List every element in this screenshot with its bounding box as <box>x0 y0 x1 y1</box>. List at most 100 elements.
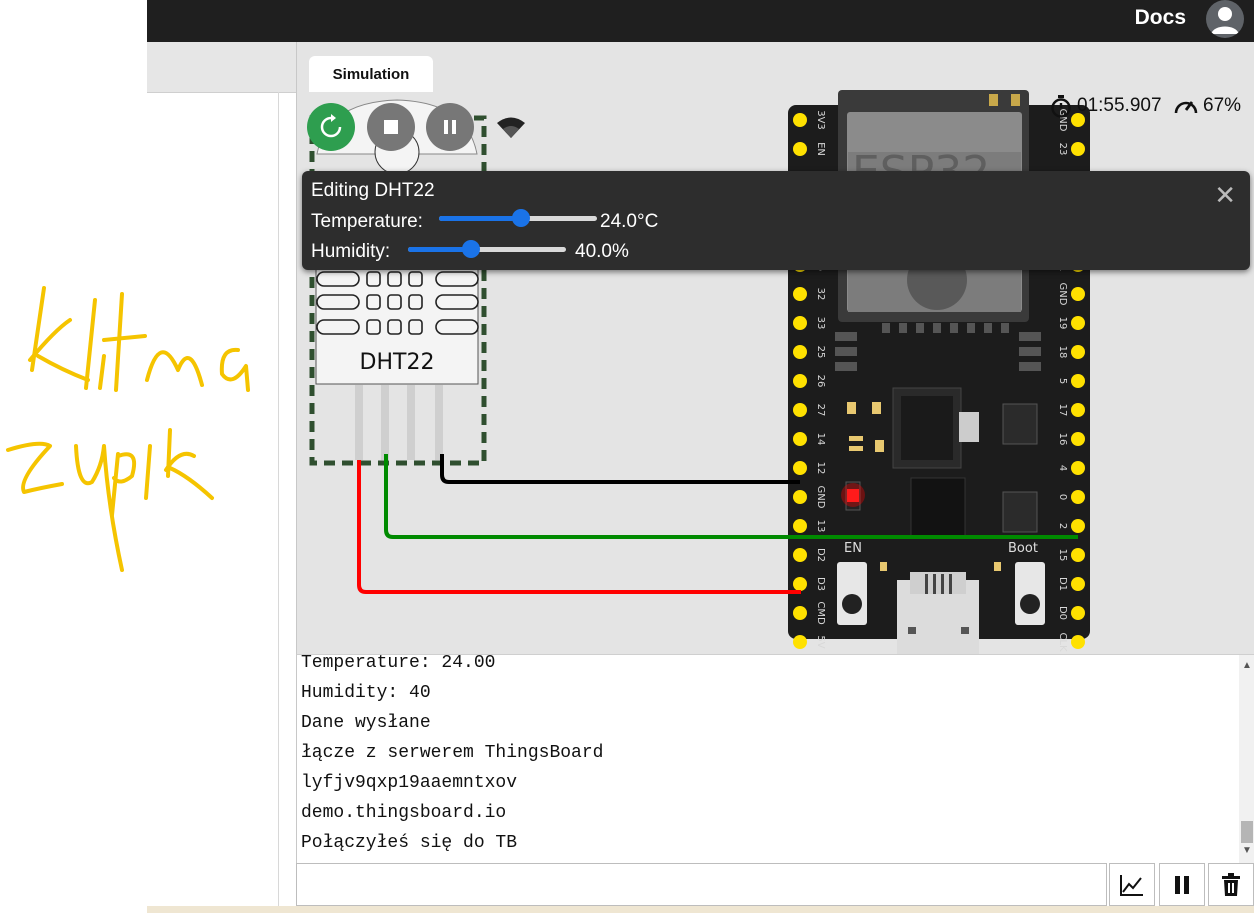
dht22-sensor[interactable]: DHT22 <box>309 99 487 466</box>
humidity-slider-thumb[interactable] <box>462 240 481 258</box>
console-pause-button[interactable] <box>1159 863 1205 906</box>
timer-value: 01:55.907 <box>1077 95 1162 116</box>
board-pin-label: 27 <box>815 404 826 417</box>
board-pin[interactable] <box>1071 374 1085 388</box>
temperature-value: 24.0°C <box>600 211 659 232</box>
handwritten-annotation <box>6 286 250 572</box>
wire-gnd <box>440 454 800 484</box>
board-pin-label: 16 <box>1057 433 1068 446</box>
board-pin[interactable] <box>793 577 807 591</box>
serial-input-field[interactable] <box>296 863 1107 906</box>
close-icon[interactable]: ✕ <box>1214 180 1236 210</box>
temperature-slider[interactable] <box>439 209 597 227</box>
board-pin[interactable] <box>1071 577 1085 591</box>
console-line: Połączyłeś się do TB <box>301 833 518 853</box>
board-pin[interactable] <box>1071 490 1085 504</box>
board-pin[interactable] <box>1071 635 1085 649</box>
pause-button[interactable] <box>426 103 474 151</box>
console-line: demo.thingsboard.io <box>301 803 507 823</box>
board-pin-label: CLK <box>1057 632 1068 652</box>
code-editor-panel[interactable] <box>147 42 296 906</box>
editing-dht22-popup: Editing DHT22 ✕ Temperature: 24.0°C Humi… <box>302 171 1250 270</box>
board-pin[interactable] <box>793 635 807 649</box>
board-pin-label: 18 <box>1057 346 1068 359</box>
simulation-timer: 01:55.907 <box>1049 94 1162 118</box>
clear-console-button[interactable] <box>1208 863 1254 906</box>
plotter-icon <box>1120 874 1143 896</box>
speedometer-icon <box>1174 101 1198 114</box>
console-line: Dane wysłane <box>301 713 431 733</box>
temperature-slider-fill <box>439 216 522 221</box>
scroll-up-icon[interactable]: ▲ <box>1242 660 1252 671</box>
account-circle-icon[interactable] <box>1206 0 1244 38</box>
board-pin[interactable] <box>793 374 807 388</box>
top-bar: Docs <box>147 0 1254 42</box>
board-pin[interactable] <box>1071 461 1085 475</box>
trash-icon <box>1222 872 1240 896</box>
board-pin-label: 2 <box>1057 523 1068 529</box>
board-pin-label: 12 <box>815 462 826 475</box>
board-pin[interactable] <box>793 113 807 127</box>
board-pin[interactable] <box>1071 403 1085 417</box>
board-pin[interactable] <box>1071 113 1085 127</box>
plotter-button[interactable] <box>1109 863 1155 906</box>
stop-icon <box>384 120 398 134</box>
scroll-down-icon[interactable]: ▼ <box>1242 845 1252 856</box>
stop-button[interactable] <box>367 103 415 151</box>
board-pin-label: GND <box>815 486 826 509</box>
board-pin[interactable] <box>1071 142 1085 156</box>
humidity-slider[interactable] <box>408 240 566 258</box>
board-pin-label: D3 <box>815 577 826 591</box>
console-scrollbar[interactable]: ▲ ▼ <box>1239 655 1254 864</box>
board-pin[interactable] <box>1071 432 1085 446</box>
board-pin[interactable] <box>1071 606 1085 620</box>
simulation-speed: 67% <box>1173 94 1241 118</box>
board-pin[interactable] <box>1071 287 1085 301</box>
board-pin[interactable] <box>1071 345 1085 359</box>
board-pin[interactable] <box>793 345 807 359</box>
board-pin-label: 26 <box>815 375 826 388</box>
board-pin-label: EN <box>815 142 826 156</box>
board-pin[interactable] <box>793 461 807 475</box>
board-pin-label: D0 <box>1057 606 1068 620</box>
wires[interactable] <box>357 454 1078 594</box>
board-pin[interactable] <box>793 490 807 504</box>
scroll-thumb[interactable] <box>1241 821 1253 843</box>
board-pin[interactable] <box>793 519 807 533</box>
editor-tab-strip <box>147 42 296 93</box>
board-pin-label: 14 <box>815 433 826 446</box>
console-line: lyfjv9qxp19aaemntxov <box>301 773 518 793</box>
board-pin[interactable] <box>793 287 807 301</box>
board-pin-label: 5 <box>1057 378 1068 384</box>
board-pin-label: 5V <box>815 635 826 648</box>
simulation-canvas[interactable]: ESP32 <box>296 42 1254 654</box>
board-pin-label: D1 <box>1057 577 1068 591</box>
board-pin[interactable] <box>1071 548 1085 562</box>
restart-button[interactable] <box>307 103 355 151</box>
board-pin[interactable] <box>1071 519 1085 533</box>
board-pin-label: 0 <box>1057 494 1068 500</box>
board-pin[interactable] <box>793 316 807 330</box>
board-pin[interactable] <box>793 432 807 446</box>
docs-link[interactable]: Docs <box>1134 6 1186 29</box>
board-pin-label: CMD <box>815 601 826 625</box>
temperature-slider-thumb[interactable] <box>512 209 531 227</box>
board-pin[interactable] <box>793 142 807 156</box>
board-pin-label: 15 <box>1057 549 1068 562</box>
boot-button-label: Boot <box>1008 541 1038 556</box>
console-line: Humidity: 40 <box>301 683 431 703</box>
tab-simulation[interactable]: Simulation <box>309 56 433 92</box>
pause-icon <box>444 120 456 134</box>
humidity-value: 40.0% <box>575 241 629 262</box>
board-pin-label: D2 <box>815 548 826 562</box>
board-pin-label: 17 <box>1057 404 1068 417</box>
console-line: łącze z serwerem ThingsBoard <box>301 743 604 763</box>
board-pin[interactable] <box>1071 316 1085 330</box>
board-pin-label: 23 <box>1057 143 1068 156</box>
board-pin[interactable] <box>793 606 807 620</box>
humidity-slider-fill <box>408 247 472 252</box>
board-pin[interactable] <box>793 403 807 417</box>
board-pin[interactable] <box>793 548 807 562</box>
